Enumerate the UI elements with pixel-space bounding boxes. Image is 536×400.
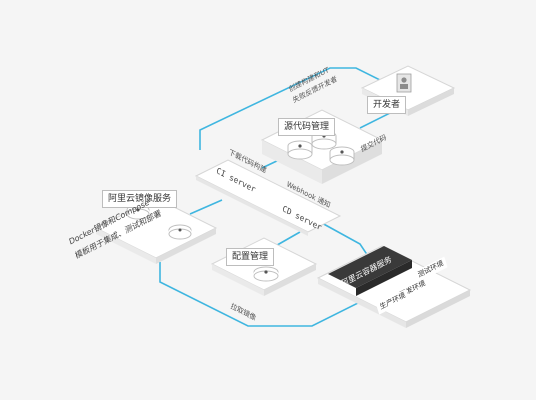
feedback-loop-line xyxy=(199,67,401,150)
config-platform xyxy=(210,237,318,296)
ci-to-registry-line xyxy=(189,199,223,215)
registry-platform xyxy=(94,197,218,264)
registry-disc xyxy=(168,224,192,240)
source-label: 源代码管理 xyxy=(278,118,336,136)
config-label: 配置管理 xyxy=(226,248,275,266)
developer-label: 开发者 xyxy=(367,96,407,114)
database-disc xyxy=(329,146,355,166)
database-disc xyxy=(287,140,313,160)
registry-label: 阿里云镜像服务 xyxy=(102,190,178,208)
pull-image-line xyxy=(159,262,393,327)
config-disc xyxy=(253,266,279,282)
ci-cd-band xyxy=(194,159,342,236)
container-service-block xyxy=(316,245,472,328)
person-icon xyxy=(396,73,412,93)
